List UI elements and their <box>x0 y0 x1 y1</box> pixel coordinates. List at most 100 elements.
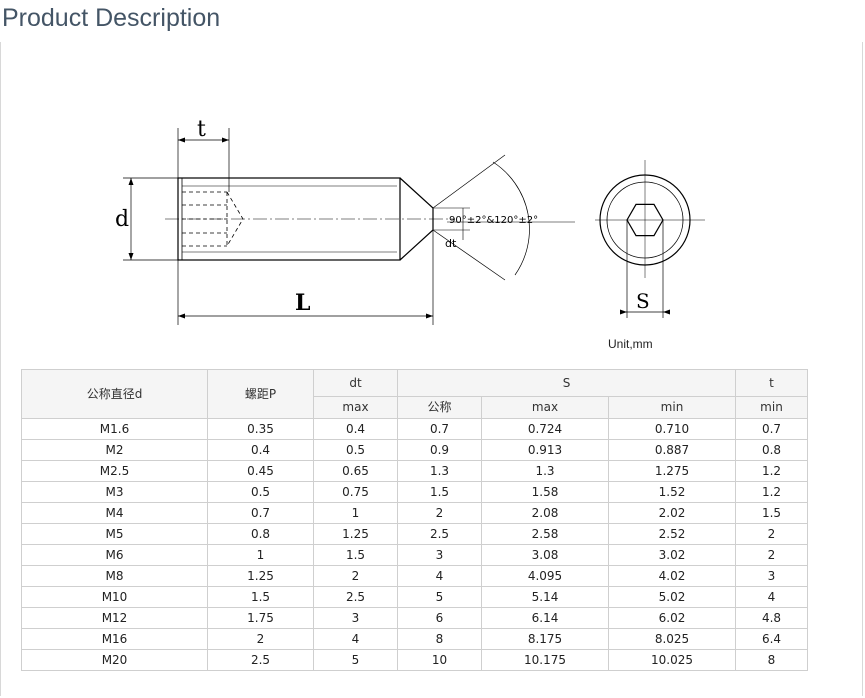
table-cell: 0.8 <box>735 439 808 461</box>
table-row: M12 1.75 3 6 6.14 6.02 4.8 <box>21 607 808 629</box>
angle-arc <box>492 161 530 276</box>
table-cell: 2 <box>313 565 398 587</box>
table-cell: 1.5 <box>735 502 808 524</box>
table-cell: 10.025 <box>608 649 736 671</box>
header-s-min: min <box>608 396 736 419</box>
table-row: M1.6 0.35 0.4 0.7 0.724 0.710 0.7 <box>21 418 808 440</box>
table-cell: 0.710 <box>608 418 736 440</box>
table-cell: 3.08 <box>481 544 609 566</box>
table-cell: M6 <box>21 544 208 566</box>
dimension-label-t: t <box>197 117 206 142</box>
table-subheader-row: max 公称 max min min <box>22 396 808 419</box>
table-row: M2 0.4 0.5 0.9 0.913 0.887 0.8 <box>21 439 808 461</box>
header-t: t <box>735 369 808 397</box>
table-cell: 3 <box>397 544 482 566</box>
technical-drawing: t d L S dt 90°±2°&120°±2° Unit,mm <box>105 100 810 352</box>
table-cell: 2.5 <box>397 523 482 545</box>
table-cell: 1.25 <box>313 523 398 545</box>
header-s-nominal: 公称 <box>397 396 482 419</box>
table-cell: 1.275 <box>608 460 736 482</box>
table-cell: 8.175 <box>481 628 609 650</box>
table-cell: 0.5 <box>313 439 398 461</box>
table-row: M8 1.25 2 4 4.095 4.02 3 <box>21 565 808 587</box>
table-cell: 1.5 <box>313 544 398 566</box>
dimension-label-dt: dt <box>445 237 457 250</box>
table-cell: 0.9 <box>397 439 482 461</box>
table-row: M10 1.5 2.5 5 5.14 5.02 4 <box>21 586 808 608</box>
table-cell: 1 <box>313 502 398 524</box>
table-cell: 3.02 <box>608 544 736 566</box>
table-cell: 0.724 <box>481 418 609 440</box>
table-cell: 5 <box>397 586 482 608</box>
table-cell: 0.913 <box>481 439 609 461</box>
table-cell: 0.75 <box>313 481 398 503</box>
table-cell: 0.4 <box>313 418 398 440</box>
table-row: M6 1 1.5 3 3.08 3.02 2 <box>21 544 808 566</box>
table-cell: 2 <box>397 502 482 524</box>
table-cell: 1.58 <box>481 481 609 503</box>
table-cell: 4 <box>735 586 808 608</box>
header-dt: dt <box>313 369 398 397</box>
header-dt-max: max <box>313 396 398 419</box>
table-cell: M16 <box>21 628 208 650</box>
table-cell: 6 <box>397 607 482 629</box>
table-cell: M20 <box>21 649 208 671</box>
table-cell: 3 <box>735 565 808 587</box>
table-cell: 5.14 <box>481 586 609 608</box>
table-cell: 4.8 <box>735 607 808 629</box>
page-title: Product Description <box>2 4 221 32</box>
table-cell: M4 <box>21 502 208 524</box>
dimension-table: 公称直径d 螺距P dt S t max 公称 max min min M1.6… <box>21 369 808 671</box>
table-cell: 6.4 <box>735 628 808 650</box>
table-cell: M12 <box>21 607 208 629</box>
table-cell: 0.7 <box>207 502 314 524</box>
table-row: M2.5 0.45 0.65 1.3 1.3 1.275 1.2 <box>21 460 808 482</box>
table-cell: 1.5 <box>207 586 314 608</box>
table-cell: 1.5 <box>397 481 482 503</box>
table-cell: 5 <box>313 649 398 671</box>
table-cell: 1 <box>207 544 314 566</box>
table-row: M4 0.7 1 2 2.08 2.02 1.5 <box>21 502 808 524</box>
table-cell: 1.2 <box>735 481 808 503</box>
table-cell: 1.2 <box>735 460 808 482</box>
table-cell: 5.02 <box>608 586 736 608</box>
table-cell: 1.3 <box>397 460 482 482</box>
table-row: M16 2 4 8 8.175 8.025 6.4 <box>21 628 808 650</box>
table-body: M1.6 0.35 0.4 0.7 0.724 0.710 0.7 M2 0.4… <box>21 418 808 671</box>
table-cell: M2 <box>21 439 208 461</box>
table-header-row: 公称直径d 螺距P dt S t <box>21 369 808 419</box>
table-cell: M10 <box>21 586 208 608</box>
table-cell: M1.6 <box>21 418 208 440</box>
table-cell: 2.5 <box>313 586 398 608</box>
table-cell: M8 <box>21 565 208 587</box>
table-cell: 0.7 <box>397 418 482 440</box>
table-cell: 0.7 <box>735 418 808 440</box>
unit-label: Unit,mm <box>608 337 653 351</box>
table-cell: 4.02 <box>608 565 736 587</box>
table-cell: 1.52 <box>608 481 736 503</box>
table-cell: 6.02 <box>608 607 736 629</box>
table-cell: 1.3 <box>481 460 609 482</box>
table-cell: 3 <box>313 607 398 629</box>
dimension-label-L: L <box>295 290 310 316</box>
table-cell: 0.8 <box>207 523 314 545</box>
table-row: M5 0.8 1.25 2.5 2.58 2.52 2 <box>21 523 808 545</box>
description-frame <box>0 42 863 696</box>
table-cell: 2.58 <box>481 523 609 545</box>
dimension-label-d: d <box>115 207 129 232</box>
table-cell: M3 <box>21 481 208 503</box>
table-cell: 0.5 <box>207 481 314 503</box>
table-cell: 1.75 <box>207 607 314 629</box>
table-cell: 2 <box>207 628 314 650</box>
table-cell: M5 <box>21 523 208 545</box>
table-cell: 10.175 <box>481 649 609 671</box>
table-cell: 10 <box>397 649 482 671</box>
table-row: M20 2.5 5 10 10.175 10.025 8 <box>21 649 808 671</box>
table-cell: 2 <box>735 523 808 545</box>
table-cell: 2.52 <box>608 523 736 545</box>
header-s-max: max <box>481 396 609 419</box>
header-t-min: min <box>735 396 808 419</box>
table-cell: 1.25 <box>207 565 314 587</box>
header-s: S <box>397 369 736 397</box>
table-cell: 2.08 <box>481 502 609 524</box>
